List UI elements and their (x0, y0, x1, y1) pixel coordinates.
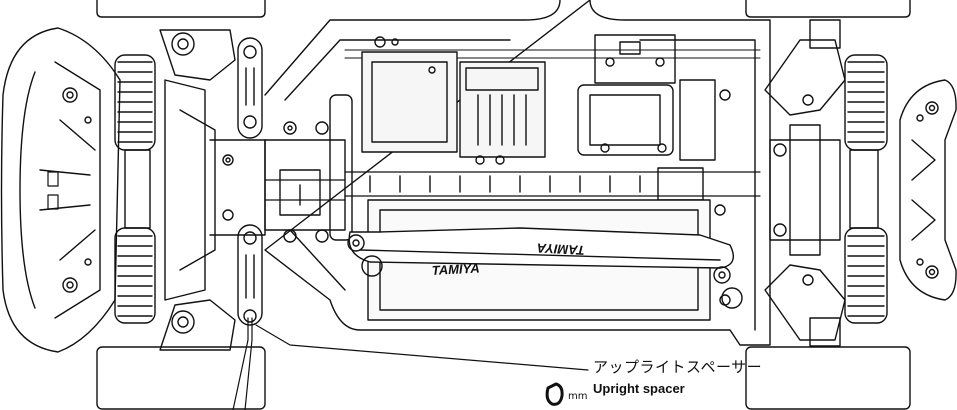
spacer-icon (545, 382, 564, 406)
strap-logo-2: TAMIYA (431, 261, 480, 278)
tires (96, 0, 911, 410)
tire-rear-top (745, 0, 911, 18)
front-bumper (0, 27, 121, 353)
callout-leader (232, 317, 589, 410)
tire-front-top (96, 0, 266, 18)
rear-wheels (844, 54, 888, 324)
front-wheels (114, 54, 156, 324)
callout-unit: mm (568, 391, 588, 402)
rear-suspension (764, 19, 846, 347)
strap-logo-1: TAMIYA (537, 240, 586, 257)
front-suspension (159, 29, 266, 351)
tire-front-bottom (96, 346, 266, 410)
electronics (361, 34, 716, 165)
upright-links (237, 37, 263, 326)
callout-label-en: Upright spacer (593, 381, 685, 396)
callout-label-jp: アップライトスペーサー (593, 358, 763, 376)
tire-rear-bottom (745, 346, 911, 410)
center-drivetrain (264, 94, 761, 243)
screws (225, 36, 731, 306)
rear-wing-mount (899, 79, 957, 301)
battery-strap (347, 227, 743, 309)
